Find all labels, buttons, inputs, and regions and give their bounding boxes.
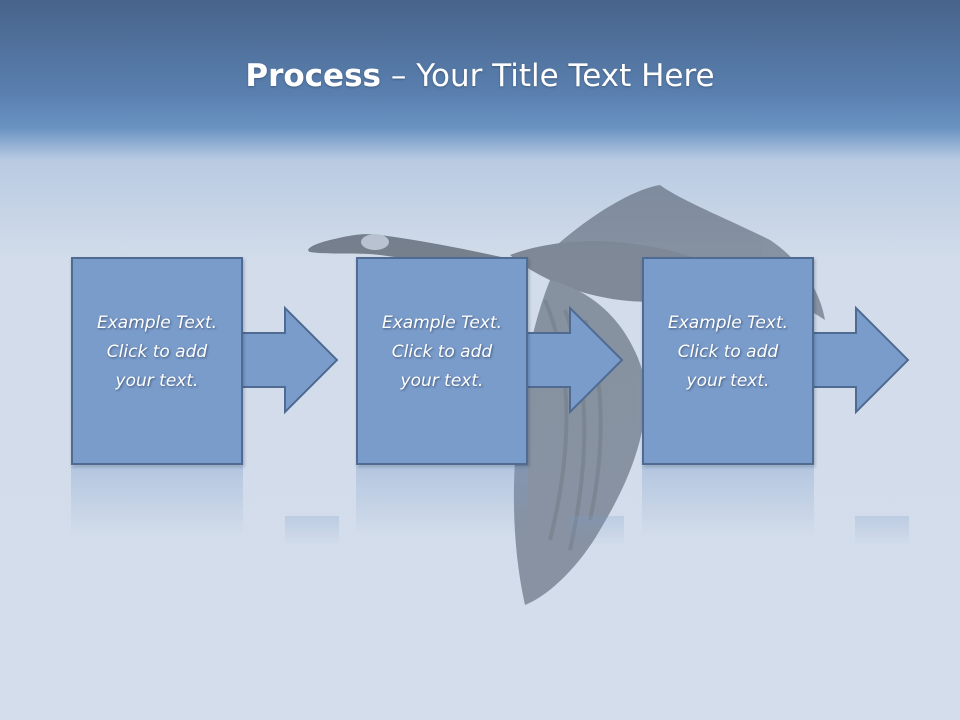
process-step-3[interactable]: Example Text. Click to add your text.: [642, 257, 910, 465]
step-reflection: [356, 466, 528, 536]
title-separator: –: [381, 58, 417, 94]
arrow-right-icon: [523, 305, 624, 415]
step-text: Example Text. Click to add your text.: [381, 313, 503, 391]
title-rest: Your Title Text Here: [416, 58, 715, 94]
step-reflection: [71, 466, 243, 536]
process-step-2[interactable]: Example Text. Click to add your text.: [356, 257, 624, 465]
arrow-reflection: [570, 516, 624, 546]
title-strong: Process: [245, 58, 381, 94]
step-box: [71, 257, 243, 465]
arrow-right-icon: [809, 305, 910, 415]
step-box: [642, 257, 814, 465]
slide-title[interactable]: Process – Your Title Text Here: [0, 48, 960, 104]
step-box: [356, 257, 528, 465]
step-text: Example Text. Click to add your text.: [96, 313, 218, 391]
step-text: Example Text. Click to add your text.: [667, 313, 789, 391]
arrow-right-icon: [238, 305, 339, 415]
arrow-reflection: [285, 516, 339, 546]
step-reflection: [642, 466, 814, 536]
process-step-1[interactable]: Example Text. Click to add your text.: [71, 257, 339, 465]
arrow-reflection: [855, 516, 909, 546]
